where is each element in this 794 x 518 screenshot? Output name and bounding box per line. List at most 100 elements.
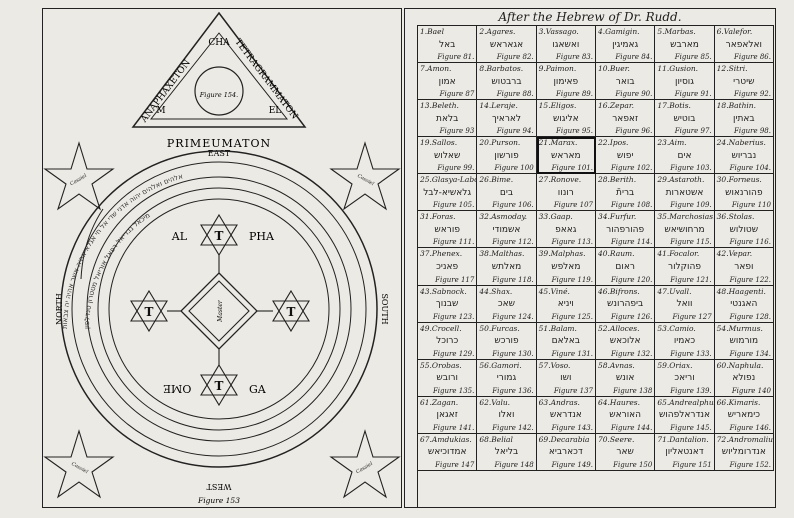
figure-number: Figure 137 (553, 386, 593, 395)
alpha-left: AL (171, 230, 188, 243)
figure-number: Figure 128. (729, 312, 771, 321)
spirit-hebrew-name: בליאל (494, 447, 519, 458)
ring-inscription: אלהים ואלהים יהוה אדני שדי אל חי אגלא אה… (61, 172, 184, 329)
spirit-hebrew-name: פהורנאוש (725, 187, 763, 198)
figure-number: Figure 151 (672, 460, 712, 469)
spirit-name: 20.Purson. (479, 138, 521, 148)
spirit-name: 38.Malthas. (479, 249, 525, 259)
spirit-name: 21.Marax. (538, 138, 578, 148)
spirit-hebrew-name: כרוכל (436, 336, 459, 347)
figure-number: Figure 114. (610, 238, 653, 247)
figure-154-label: Figure 154. (199, 91, 238, 99)
figure-number: Figure 82. (496, 53, 534, 62)
spirit-name: 44.Shax. (479, 286, 513, 296)
spirit-name: 37.Phenex. (420, 249, 463, 259)
figure-number: Figure 125. (551, 312, 593, 321)
figure-number: Figure 119. (551, 275, 593, 284)
spirit-hebrew-name: בלאת (436, 113, 459, 124)
spirit-name: 56.Gamori. (479, 360, 522, 370)
spirit-hebrew-name: ראום (615, 261, 635, 272)
magic-circle-illustration: ANAPHAXETON TETRAGRAMMATON PRIMEUMATON C… (43, 11, 401, 505)
spirit-hebrew-name: יפוש (616, 150, 634, 161)
svg-text:T: T (215, 229, 224, 243)
svg-text:Cassiel: Cassiel (69, 173, 88, 187)
spirit-name: 39.Malphas. (538, 249, 586, 259)
spirit-hebrew-name: פוראש (434, 224, 460, 235)
svg-text:אלהים ואלהים יהוה אדני שדי אל: אלהים ואלהים יהוה אדני שדי אל חי אגלא אה… (61, 172, 184, 329)
spirit-name: 47.Uvall. (657, 286, 692, 296)
spirit-hebrew-name: בריתֿ (616, 187, 635, 198)
spirit-name: 58.Avnas. (597, 360, 635, 370)
alpha-right: PHA (249, 230, 275, 243)
spirit-name: 55.Orobas. (420, 360, 462, 370)
spirit-hebrew-name: אנדרומליוש (721, 447, 766, 458)
figure-number: Figure 122. (729, 275, 771, 284)
svg-text:Cassiel: Cassiel (356, 173, 375, 187)
spirit-name: 22.Ipos. (597, 138, 629, 148)
figure-number: Figure 134. (729, 349, 771, 358)
spirit-name: 71.Dantalion. (657, 434, 709, 444)
spirit-name: 51.Balam. (538, 323, 577, 333)
figure-number: Figure 126. (610, 312, 653, 321)
spirit-hebrew-name: לאראיך (491, 113, 522, 124)
spirit-name: 5.Marbas. (657, 27, 696, 36)
spirit-hebrew-name: מאלפש (551, 261, 581, 272)
spirit-name: 4.Gamigin. (597, 27, 640, 36)
magic-circle-panel: ANAPHAXETON TETRAGRAMMATON PRIMEUMATON C… (42, 8, 402, 508)
spirit-name: 26.Bime. (479, 175, 514, 185)
spirit-name: 32.Asmoday. (479, 212, 528, 222)
spirit-hebrew-name: אשמודי (492, 224, 521, 235)
spirit-hebrew-name: אנדראלפהוש (658, 410, 711, 421)
figure-number: Figure 91. (674, 90, 712, 99)
spirit-name: 45.Viné. (538, 286, 570, 296)
spirit-hebrew-name: גאאפ (555, 224, 577, 235)
figure-number: Figure 120. (610, 275, 653, 284)
spirit-name: 49.Crocell. (420, 323, 462, 333)
figure-number: Figure 145. (670, 423, 712, 432)
figure-number: Figure 117 (435, 275, 475, 284)
serpent-coil (80, 208, 104, 280)
spirit-hebrew-name: ואלו (498, 410, 515, 421)
spirit-name: 43.Sabnock. (420, 286, 467, 296)
figure-number: Figure 136. (492, 386, 534, 395)
figure-number: Figure 116. (729, 238, 771, 247)
spirit-hebrew-name: ופאר (734, 261, 754, 272)
spirit-hebrew-name: זאגאן (436, 410, 458, 421)
spirit-name: 13.Beleth. (420, 101, 459, 111)
spirit-name: 10.Buer. (597, 64, 630, 74)
spirit-hebrew-name: גוסיון (675, 76, 694, 87)
spirit-name: 35.Marchosias. (657, 212, 715, 222)
figure-number: Figure 105. (432, 201, 475, 210)
spirit-hebrew-name: אלוכאש (609, 336, 641, 347)
spirit-hebrew-name: נפולא (732, 373, 756, 384)
spirit-hebrew-name: שאכ (497, 299, 516, 310)
spirit-hebrew-name: שיטרי (733, 76, 755, 87)
figure-number: Figure 107 (553, 201, 593, 210)
spirit-hebrew-name: שבנוך (435, 299, 459, 310)
spirit-hebrew-name: כימאריש (727, 410, 760, 421)
